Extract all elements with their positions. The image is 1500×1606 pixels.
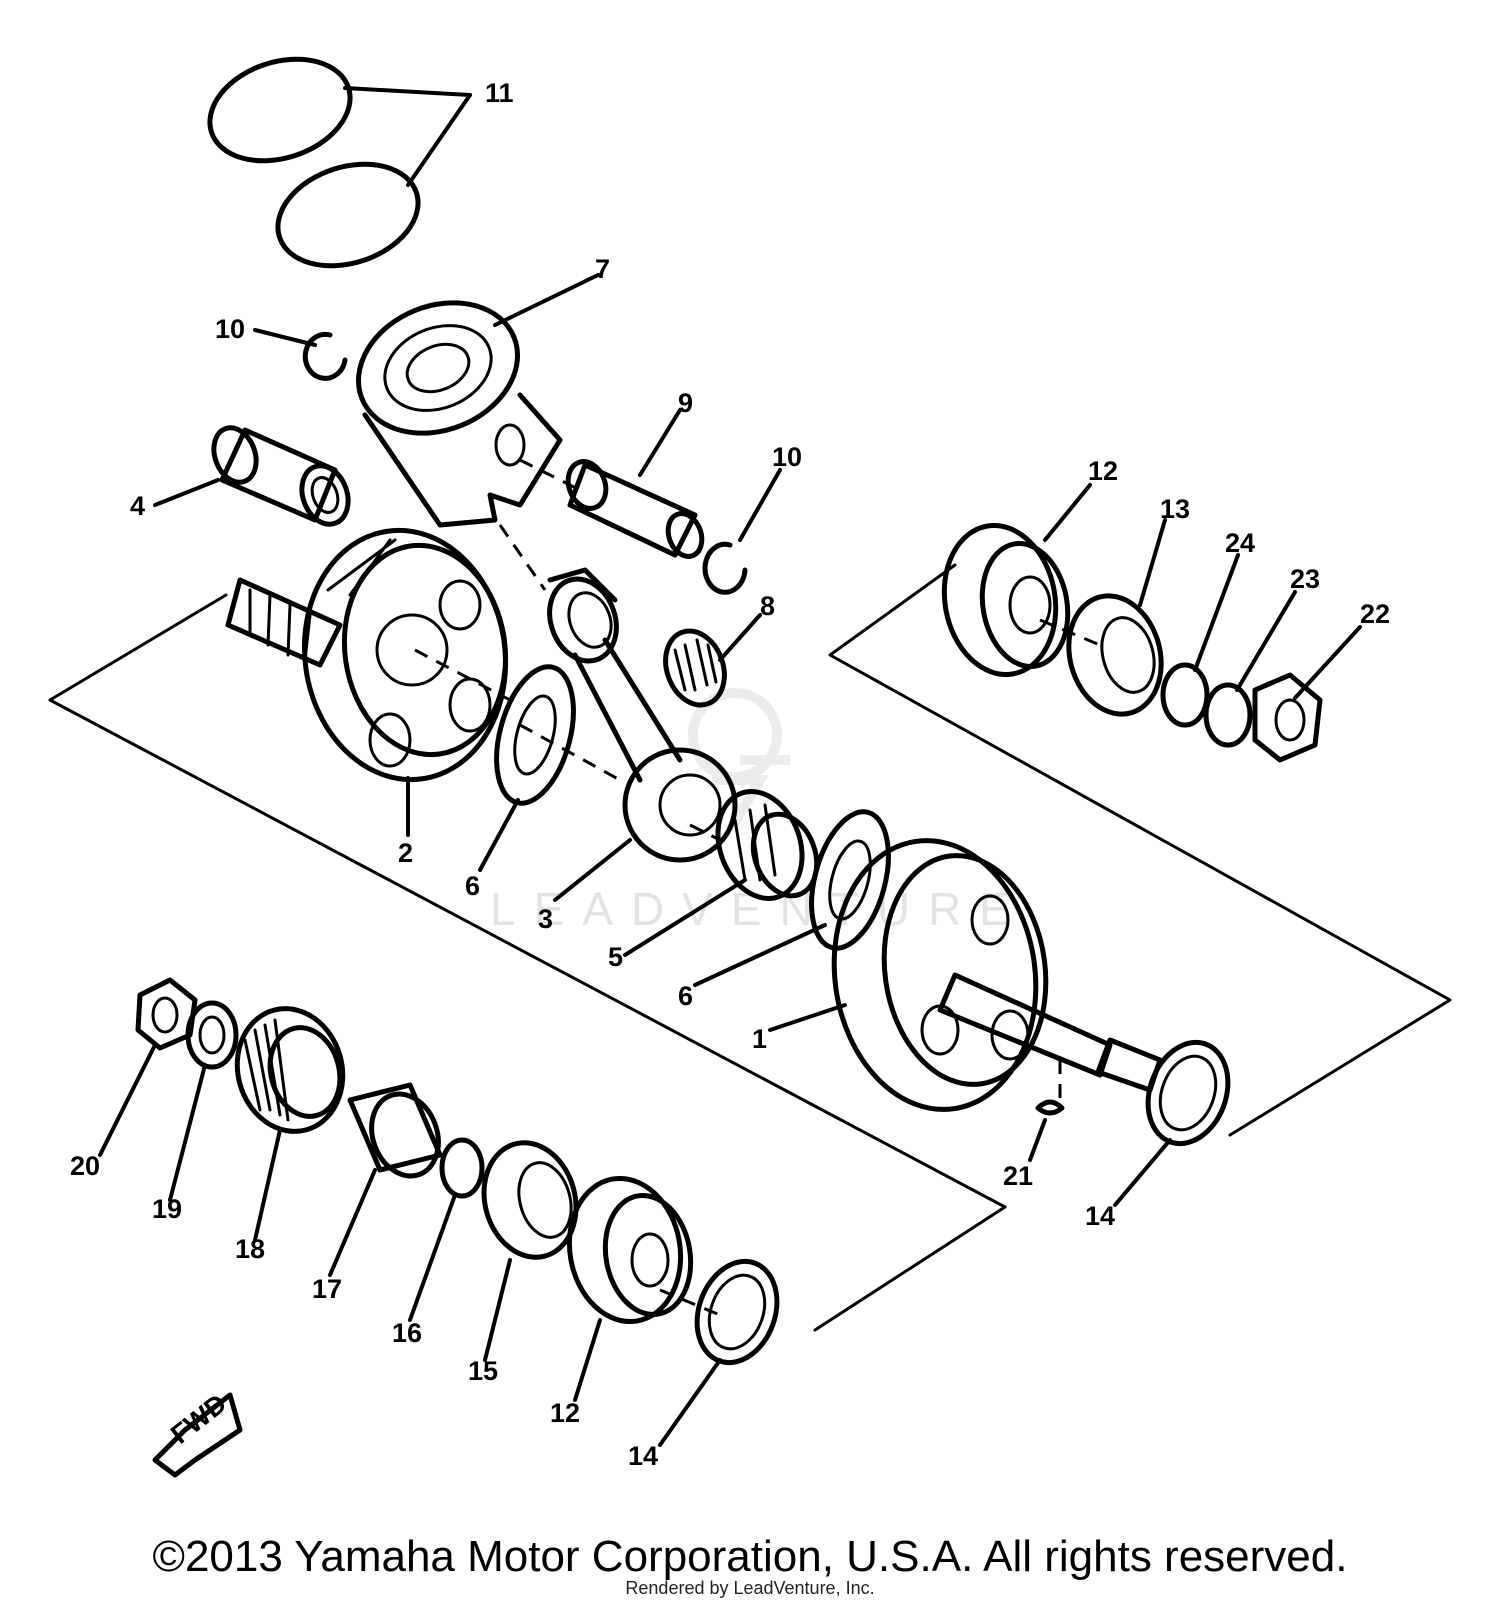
label-14-left: 14 — [628, 1441, 658, 1471]
leader-lines — [98, 86, 1362, 1447]
oil-seal-right — [1066, 593, 1164, 717]
piston-rings — [207, 56, 421, 269]
rendered-by-notice: Rendered by LeadVenture, Inc. — [625, 1578, 875, 1598]
washer-24 — [1160, 662, 1210, 728]
washer-19 — [185, 1000, 239, 1070]
bearing-left — [566, 1175, 694, 1325]
label-7: 7 — [595, 254, 610, 284]
label-13: 13 — [1160, 494, 1190, 524]
label-14-right: 14 — [1085, 1201, 1115, 1231]
label-2: 2 — [398, 838, 413, 868]
woodruff-key — [1035, 1099, 1065, 1116]
big-end-bearing — [715, 789, 820, 901]
label-15: 15 — [468, 1356, 498, 1386]
collar-17 — [347, 1082, 443, 1179]
gear-18 — [234, 1006, 346, 1134]
label-4: 4 — [130, 491, 145, 521]
crank-bushing — [211, 425, 351, 527]
copyright-notice: ©2013 Yamaha Motor Corporation, U.S.A. A… — [152, 1532, 1348, 1581]
label-12-left: 12 — [550, 1398, 580, 1428]
label-6-right: 6 — [678, 981, 693, 1011]
label-10-left: 10 — [215, 314, 245, 344]
lock-washer-23 — [1203, 682, 1253, 748]
label-17: 17 — [312, 1274, 342, 1304]
label-21: 21 — [1003, 1161, 1033, 1191]
label-8: 8 — [760, 591, 775, 621]
bearing-right — [941, 523, 1071, 677]
label-5: 5 — [608, 942, 623, 972]
crank-half-left — [225, 527, 509, 783]
label-22: 22 — [1360, 599, 1390, 629]
piston-pin — [565, 459, 705, 559]
label-6-left: 6 — [465, 871, 480, 901]
label-11: 11 — [485, 78, 514, 108]
fwd-arrow-icon: FWD — [152, 1388, 243, 1478]
label-10-right: 10 — [772, 442, 802, 472]
shim-right — [1145, 1039, 1231, 1147]
nut-22 — [1252, 672, 1323, 763]
piston — [356, 300, 563, 528]
crank-half-right — [831, 838, 1163, 1112]
connecting-rod — [547, 567, 738, 863]
o-ring-16 — [439, 1137, 485, 1199]
circlip-left — [302, 331, 348, 381]
label-23: 23 — [1290, 564, 1320, 594]
watermark-text: LEADVENTURE — [490, 883, 1028, 935]
label-18: 18 — [235, 1234, 265, 1264]
label-3: 3 — [538, 904, 553, 934]
label-19: 19 — [152, 1194, 182, 1224]
circlip-right — [702, 541, 748, 595]
watermark-logo-icon — [688, 688, 790, 833]
label-12-right: 12 — [1088, 456, 1118, 486]
part-number-labels: 11 7 10 9 10 4 8 12 13 24 23 22 2 6 3 5 … — [70, 78, 1390, 1471]
label-24: 24 — [1225, 528, 1255, 558]
oil-seal-15 — [481, 1140, 579, 1260]
label-1: 1 — [752, 1024, 767, 1054]
label-16: 16 — [392, 1318, 422, 1348]
label-9: 9 — [678, 388, 693, 418]
shim-left — [694, 1258, 780, 1366]
thrust-washer-left — [494, 664, 576, 806]
label-20: 20 — [70, 1151, 100, 1181]
